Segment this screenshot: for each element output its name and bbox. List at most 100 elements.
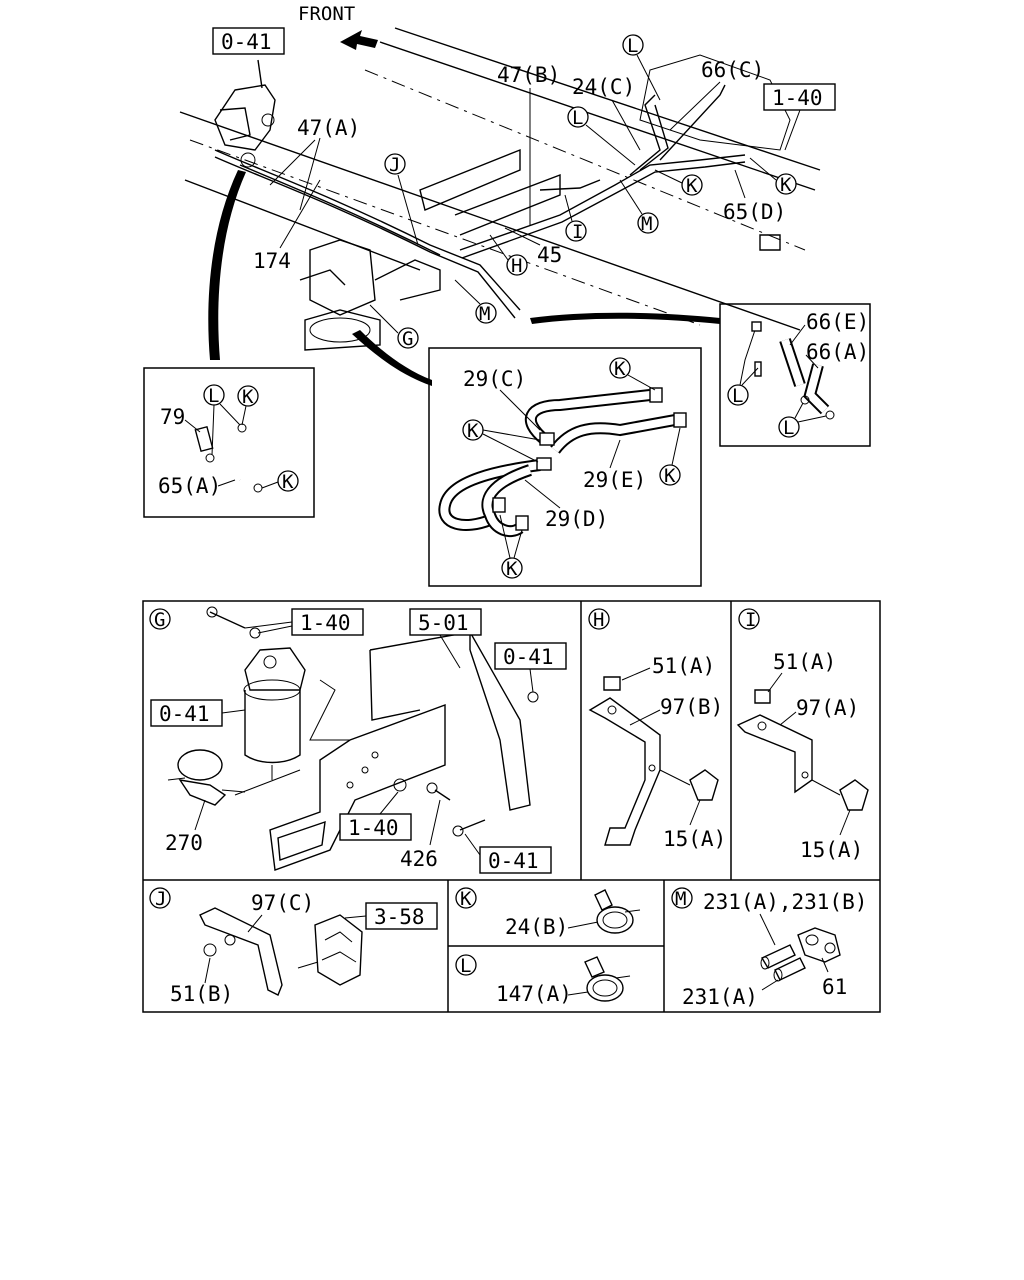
inset-right-part-66a: 66(A) — [806, 340, 869, 364]
detail-g-letter-circle[interactable] — [149, 608, 171, 630]
inset-center-callout-k-top[interactable] — [609, 357, 631, 379]
callout-l-top-text: L — [627, 35, 638, 57]
inset-center-part-29e: 29(E) — [583, 468, 646, 492]
callout-l-top-circle[interactable] — [622, 34, 644, 56]
detail-h-letter: H — [593, 609, 604, 631]
part-45-label: 45 — [537, 243, 562, 267]
callout-h-text: H — [511, 255, 522, 277]
detail-g-ref-1-40-bottom[interactable] — [339, 813, 412, 841]
detail-g-part-426: 426 — [400, 847, 438, 871]
detail-i-part-51a: 51(A) — [773, 650, 836, 674]
detail-g-ref-0-41-left[interactable] — [150, 699, 223, 727]
detail-j-panel: J 97(C) 3-58 51(B) — [149, 887, 438, 1006]
callout-k-a-text: K — [686, 175, 698, 197]
detail-i-panel: I 51(A) 97(A) 15(A) — [736, 608, 869, 862]
detail-k-letter: K — [460, 888, 472, 910]
callout-j-text: J — [389, 154, 400, 176]
callout-i-text: I — [572, 221, 583, 243]
detail-j-ref-3-58[interactable] — [365, 902, 438, 930]
leader-sweep-right — [530, 312, 720, 324]
detail-g-ref-1-40-top-text: 1-40 — [300, 611, 351, 635]
inset-center-callout-k-right-text: K — [664, 465, 676, 487]
detail-j-part-51b: 51(B) — [170, 982, 233, 1006]
part-24c-label: 24(C) — [572, 75, 635, 99]
part-47a-label: 47(A) — [297, 116, 360, 140]
detail-k-part-24b: 24(B) — [505, 915, 568, 939]
detail-g-ref-5-01[interactable] — [409, 608, 482, 636]
detail-l-panel: L 147(A) — [455, 954, 631, 1006]
inset-left-part-65a: 65(A) — [158, 474, 221, 498]
detail-g-panel: G 1-40 5-01 — [149, 606, 567, 874]
front-label: FRONT — [298, 3, 355, 25]
part-47b-label: 47(B) — [497, 63, 560, 87]
callout-l-mid-text: L — [572, 107, 583, 129]
detail-j-part-97c: 97(C) — [251, 891, 314, 915]
inset-left-callout-k-top-text: K — [242, 386, 254, 408]
inset-center-callout-k-left-text: K — [467, 420, 479, 442]
inset-right-callout-l-bottom[interactable] — [778, 416, 800, 438]
detail-m-part-231ab: 231(A),231(B) — [703, 890, 867, 914]
front-arrow-icon — [340, 30, 378, 50]
detail-j-letter: J — [155, 888, 166, 910]
inset-left-callout-k-top[interactable] — [237, 385, 259, 407]
detail-i-part-15a: 15(A) — [800, 838, 863, 862]
detail-g-ref-1-40-bottom-text: 1-40 — [348, 816, 399, 840]
detail-m-part-231a: 231(A) — [682, 985, 758, 1009]
inset-left-part-79: 79 — [160, 405, 185, 429]
detail-k-panel: K 24(B) — [455, 887, 641, 939]
detail-m-panel: M 231(A),231(B) 231(A) 61 — [671, 887, 867, 1009]
ref-box-0-41[interactable] — [212, 27, 285, 55]
detail-h-panel: H 51(A) 97(B) 15(A) — [588, 608, 726, 851]
callout-m-bottom-circle[interactable] — [475, 302, 497, 324]
inset-left-callout-k-bottom-text: K — [282, 471, 294, 493]
callout-k-b-text: K — [780, 174, 792, 196]
inset-center-callout-k-top-text: K — [614, 358, 626, 380]
callout-l-mid-circle[interactable] — [567, 106, 589, 128]
leader-sweep-center — [352, 330, 432, 386]
detail-g-ref-0-41-top-text: 0-41 — [503, 645, 554, 669]
inset-left-hoses: L K K 79 65(A) — [143, 367, 315, 518]
callout-g-circle[interactable] — [397, 327, 419, 349]
detail-l-letter-circle[interactable] — [455, 954, 477, 976]
detail-g-ref-0-41-bottom[interactable] — [479, 846, 552, 874]
callout-m-top-circle[interactable] — [637, 212, 659, 234]
ref-1-40-label: 1-40 — [772, 86, 823, 110]
part-65d-label: 65(D) — [723, 200, 786, 224]
ref-0-41-label: 0-41 — [221, 30, 272, 54]
detail-i-letter: I — [745, 609, 756, 631]
inset-center-callout-k-bottom-text: K — [506, 558, 518, 580]
detail-h-letter-circle[interactable] — [588, 608, 610, 630]
callout-k-a-circle[interactable] — [681, 174, 703, 196]
fuel-filter-body — [299, 239, 441, 351]
detail-m-letter-circle[interactable] — [671, 887, 693, 909]
inset-right-hoses-66: 66(E) 66(A) L L — [719, 303, 871, 447]
inset-right-callout-l-left-text: L — [732, 385, 743, 407]
fuel-pipes-bundle — [214, 84, 746, 319]
callout-j-circle[interactable] — [384, 153, 406, 175]
inset-center-pipes-29: 29(C) 29(E) 29(D) K K K K — [428, 347, 702, 587]
leader-sweep-left — [208, 170, 246, 360]
detail-g-ref-0-41-left-text: 0-41 — [159, 702, 210, 726]
callout-h-circle[interactable] — [506, 254, 528, 276]
part-174-label: 174 — [253, 249, 291, 273]
detail-g-ref-0-41-top[interactable] — [494, 642, 567, 670]
part-66c-label: 66(C) — [701, 58, 764, 82]
main-assembly-view: FRONT 0-41 1-40 47(A) 47(B) 24(C) 66(C) … — [179, 3, 836, 386]
inset-center-callout-k-right[interactable] — [659, 464, 681, 486]
callout-g-text: G — [402, 328, 413, 350]
detail-m-letter: M — [675, 888, 686, 910]
detail-m-part-61: 61 — [822, 975, 847, 999]
inset-right-callout-l-left[interactable] — [727, 384, 749, 406]
inset-center-callout-k-bottom[interactable] — [501, 557, 523, 579]
detail-k-letter-circle[interactable] — [455, 887, 477, 909]
detail-g-part-270: 270 — [165, 831, 203, 855]
detail-j-letter-circle[interactable] — [149, 887, 171, 909]
detail-h-part-15a: 15(A) — [663, 827, 726, 851]
callout-i-circle[interactable] — [565, 220, 587, 242]
inset-left-callout-k-bottom[interactable] — [277, 470, 299, 492]
detail-i-letter-circle[interactable] — [738, 608, 760, 630]
detail-h-part-51a: 51(A) — [652, 654, 715, 678]
callout-k-b-circle[interactable] — [775, 173, 797, 195]
detail-l-part-147a: 147(A) — [496, 982, 572, 1006]
detail-g-ref-5-01-text: 5-01 — [418, 611, 469, 635]
